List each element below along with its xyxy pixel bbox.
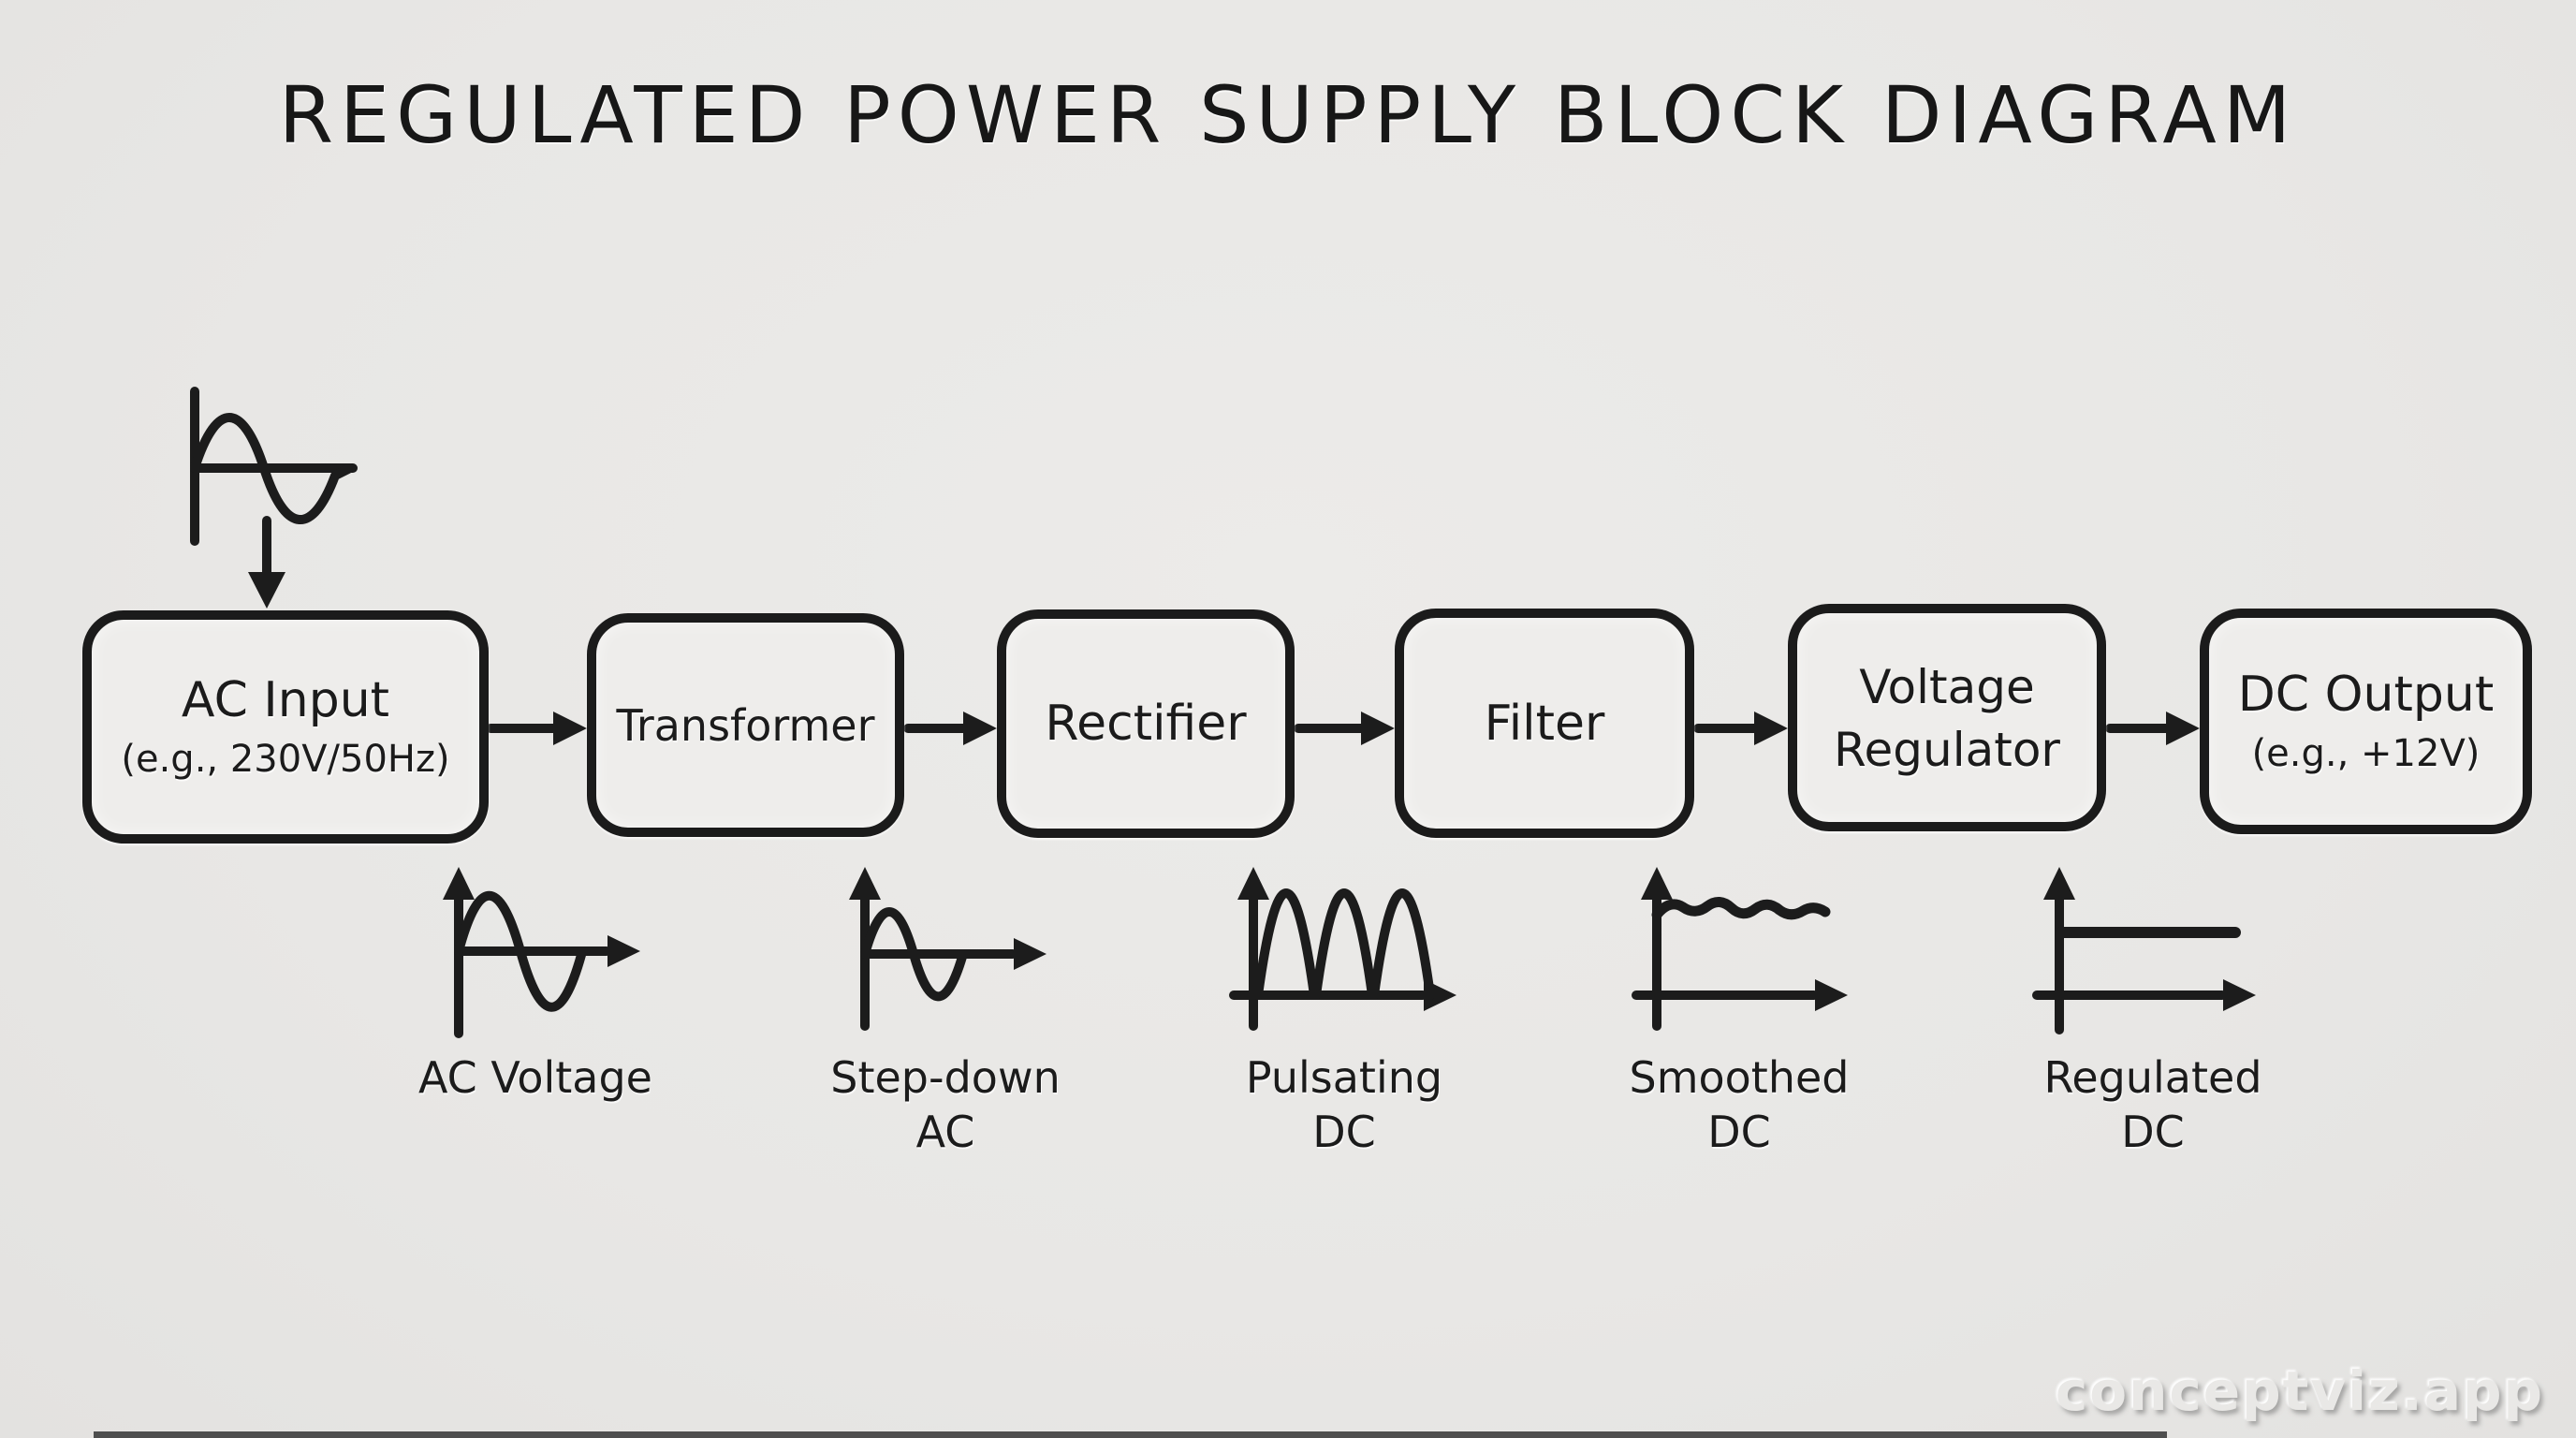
block-rectifier: Rectifier [997,609,1295,838]
flow-arrow-1 [486,712,587,745]
bottom-edge-bar [94,1431,2167,1438]
ac-input-sine-icon [190,387,358,546]
wave-label-line: DC [2121,1107,2185,1157]
block-label: Transformer [616,699,875,751]
wave-label-line: Regulated [2043,1052,2262,1103]
label-smoothed-dc: Smoothed DC [1543,1050,1936,1159]
block-label: Voltage [1859,659,2035,714]
input-down-arrow-icon [248,516,285,609]
wave-label-line: Smoothed [1629,1052,1850,1103]
flow-arrow-2 [903,712,997,745]
flow-arrow-5 [2105,712,2200,745]
regulated-dc-waveform-icon [2032,867,2256,1034]
block-filter: Filter [1395,609,1694,838]
step-down-ac-waveform-icon [849,867,1046,1031]
block-label: Rectifier [1045,696,1247,752]
pulsating-dc-waveform-icon [1229,867,1456,1031]
label-ac-voltage: AC Voltage [339,1050,732,1105]
ac-voltage-waveform-icon [443,867,640,1038]
block-transformer: Transformer [587,613,904,837]
wave-label-line: Step-down [830,1052,1061,1103]
label-pulsating-dc: Pulsating DC [1148,1050,1541,1159]
flow-arrow-4 [1693,712,1788,745]
wave-label-line: DC [1707,1107,1771,1157]
block-sublabel: (e.g., +12V) [2251,731,2481,775]
watermark: conceptviz.app [2055,1359,2544,1423]
diagram-title: REGULATED POWER SUPPLY BLOCK DIAGRAM [278,69,2298,161]
smoothed-dc-waveform-icon [1632,867,1848,1031]
block-voltage-regulator: Voltage Regulator [1788,604,2106,831]
block-dc-output: DC Output (e.g., +12V) [2200,609,2532,834]
block-label: Regulator [1834,722,2060,777]
wave-label-line: DC [1312,1107,1376,1157]
wave-label-line: Pulsating [1245,1052,1443,1103]
block-label: Filter [1484,695,1605,752]
wave-label-line: AC Voltage [418,1052,652,1103]
flow-arrow-3 [1294,712,1395,745]
label-step-down-ac: Step-down AC [749,1050,1142,1159]
block-label: DC Output [2237,666,2495,723]
block-label: AC Input [181,671,390,728]
block-sublabel: (e.g., 230V/50Hz) [121,737,450,781]
block-ac-input: AC Input (e.g., 230V/50Hz) [82,610,489,844]
wave-label-line: AC [915,1107,975,1157]
label-regulated-dc: Regulated DC [1956,1050,2349,1159]
